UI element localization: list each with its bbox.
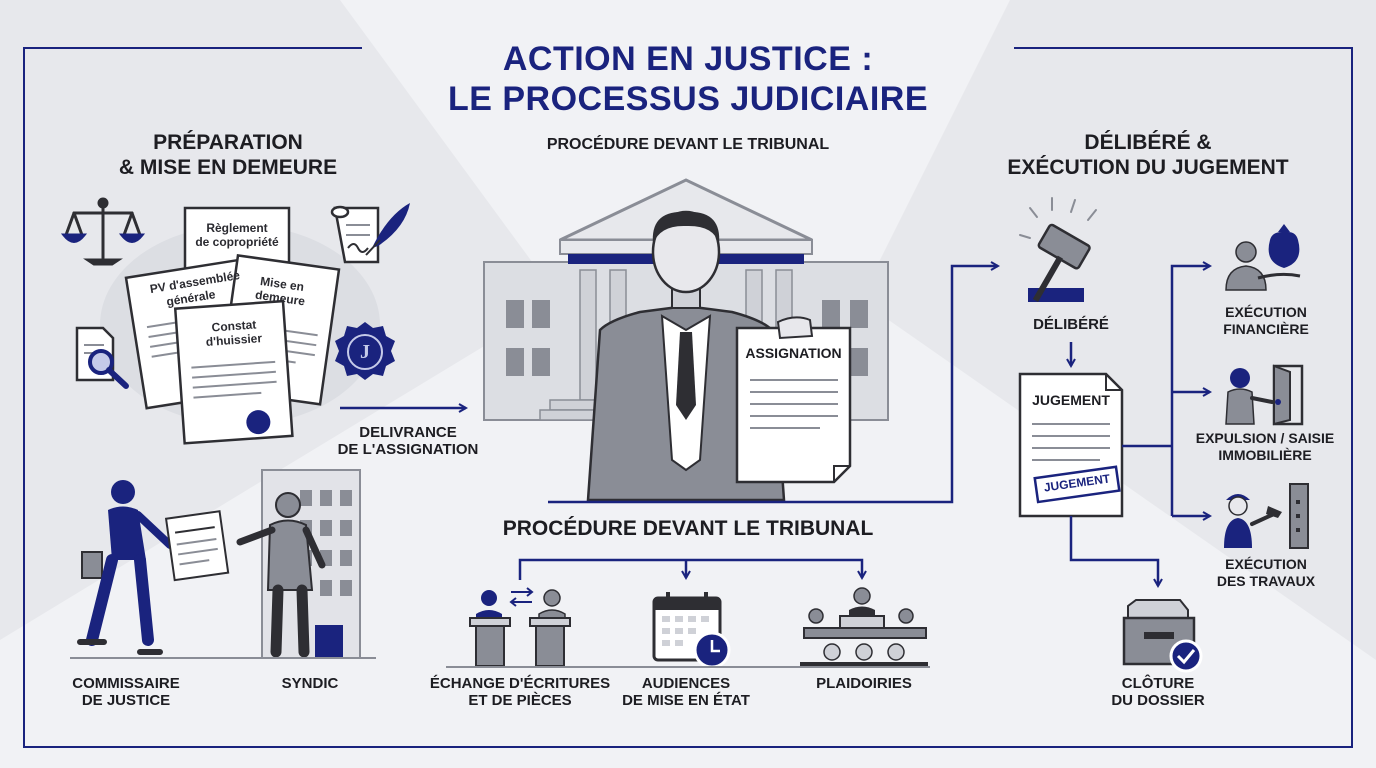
outcome-label-financiere-line2: FINANCIÈRE xyxy=(1223,321,1309,337)
outcome-label-financiere-line1: EXÉCUTION xyxy=(1225,304,1307,320)
step-label-audiences-line1: AUDIENCES xyxy=(641,675,731,692)
syndic-figure xyxy=(236,492,326,658)
frame-border xyxy=(23,47,1353,748)
outcome-label-travaux-line2: DES TRAVAUX xyxy=(1216,573,1316,589)
doc-constat xyxy=(173,299,294,445)
outcome-branches xyxy=(1069,266,1210,586)
step-label-audiences-line2: DE MISE EN ÉTAT xyxy=(622,692,750,709)
doc-label-reglement-line1: Règlement xyxy=(206,221,268,235)
worker-tools-icon xyxy=(1224,483,1309,549)
page-title-line1: ACTION EN JUSTICE : xyxy=(502,40,874,78)
cloture-label-line2: DU DOSSIER xyxy=(1111,692,1205,709)
jugement-document xyxy=(1018,372,1124,518)
step-label-echange-line2: ET DE PIÈCES xyxy=(468,692,572,709)
courtroom-icon xyxy=(800,587,928,668)
people-label-commissaire-line2: DE JUSTICE xyxy=(81,692,171,709)
people-label-syndic: SYNDIC xyxy=(281,675,339,692)
outcome-label-travaux-line1: EXÉCUTION xyxy=(1225,556,1307,572)
outcome-label-expulsion-line2: IMMOBILIÈRE xyxy=(1218,447,1312,463)
arrow-to-delibere xyxy=(822,266,998,504)
lawyer-figure xyxy=(586,210,807,502)
delibere-label: DÉLIBÉRÉ xyxy=(1033,316,1109,333)
exchange-icon xyxy=(469,587,571,667)
cloture-label-line1: CLÔTURE xyxy=(1121,675,1195,692)
magnifier-document-icon xyxy=(75,326,129,389)
section-heading-preparation-line1: PRÉPARATION xyxy=(153,131,303,154)
handed-document xyxy=(164,510,230,582)
assignation-document xyxy=(735,316,852,484)
scales-icon xyxy=(60,197,146,266)
section-heading-procedure-top: PROCÉDURE DEVANT LE TRIBUNAL xyxy=(546,136,830,153)
eviction-icon xyxy=(1225,364,1304,426)
delivery-label-line2: DE L'ASSIGNATION xyxy=(337,441,479,458)
calendar-icon xyxy=(652,592,731,669)
step-label-plaidoiries: PLAIDOIRIES xyxy=(816,675,912,692)
assignation-doc-label: ASSIGNATION xyxy=(745,345,842,361)
jugement-doc-label: JUGEMENT xyxy=(1032,392,1110,408)
document-cluster xyxy=(60,197,410,445)
section-heading-preparation-line2: & MISE EN DEMEURE xyxy=(118,156,338,179)
procedure-heading: PROCÉDURE DEVANT LE TRIBUNAL xyxy=(502,517,874,540)
money-payment-icon xyxy=(1225,224,1301,291)
procedure-branches xyxy=(518,558,862,580)
doc-label-reglement-line2: de copropriété xyxy=(195,235,279,249)
gavel-icon xyxy=(1019,197,1097,302)
wax-seal-icon xyxy=(335,322,395,380)
commissaire-figure xyxy=(77,480,174,655)
delivery-label-line1: DELIVRANCE xyxy=(359,424,457,441)
bg-panel-right xyxy=(860,0,1376,660)
seal-letter: J xyxy=(360,341,370,363)
outcome-label-expulsion-line1: EXPULSION / SAISIE xyxy=(1195,430,1335,446)
people-label-commissaire-line1: COMMISSAIRE xyxy=(72,675,180,692)
section-heading-delibere-line2: EXÉCUTION DU JUGEMENT xyxy=(1007,156,1289,179)
page-title-line2: LE PROCESSUS JUDICIAIRE xyxy=(447,80,929,118)
scroll-quill-icon xyxy=(330,203,410,264)
step-label-echange-line1: ÉCHANGE D'ÉCRITURES xyxy=(429,675,611,692)
archive-box-icon xyxy=(1122,599,1203,673)
section-heading-delibere-line1: DÉLIBÉRÉ & xyxy=(1084,131,1212,154)
